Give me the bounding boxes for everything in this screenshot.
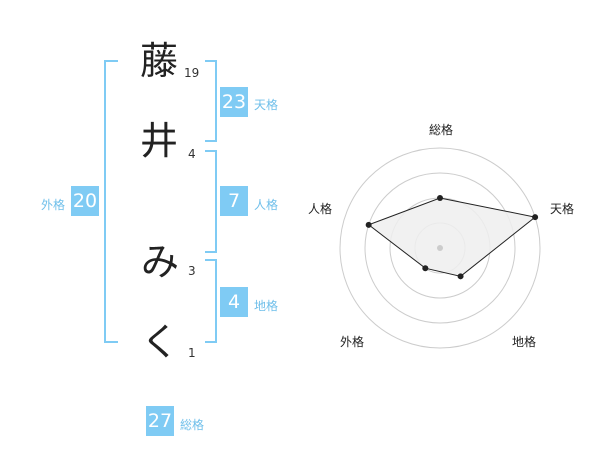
tenkaku-bracket bbox=[205, 60, 217, 142]
jinkaku-bracket bbox=[205, 150, 217, 253]
name-char-3: み bbox=[141, 240, 180, 284]
stroke-count-1: 19 bbox=[184, 66, 200, 80]
radar-axis-label-jinkaku: 人格 bbox=[308, 201, 332, 216]
radar-points bbox=[365, 195, 539, 280]
name-char-1: 藤 bbox=[140, 39, 179, 83]
gaikaku-bracket bbox=[104, 60, 118, 343]
tenkaku-label: 天格 bbox=[254, 98, 279, 112]
stroke-count-2: 4 bbox=[188, 147, 196, 161]
chikaku-value: 4 bbox=[220, 287, 248, 317]
radar-point-4 bbox=[422, 265, 429, 272]
radar-axis-label-chikaku: 地格 bbox=[512, 334, 536, 349]
radar-axis-label-soukaku: 総格 bbox=[429, 122, 453, 137]
radar-ring bbox=[339, 147, 541, 349]
radar-point-1 bbox=[437, 195, 443, 201]
name-char-4: く bbox=[141, 320, 180, 364]
stroke-count-3: 3 bbox=[188, 264, 196, 278]
radar-axis-label-gaikaku: 外格 bbox=[340, 334, 364, 349]
radar-point-5 bbox=[365, 221, 372, 228]
chikaku-label: 地格 bbox=[254, 299, 279, 313]
tenkaku-value: 23 bbox=[220, 87, 248, 117]
gaikaku-label: 外格 bbox=[41, 198, 66, 212]
radar-point-2 bbox=[532, 214, 539, 221]
radar-area bbox=[367, 197, 537, 277]
jinkaku-value: 7 bbox=[220, 186, 248, 216]
stroke-count-4: 1 bbox=[188, 346, 196, 360]
jinkaku-label: 人格 bbox=[254, 198, 279, 212]
name-char-2: 井 bbox=[140, 119, 179, 163]
radar-point-3 bbox=[457, 273, 464, 280]
chikaku-bracket bbox=[205, 259, 217, 343]
gaikaku-value: 20 bbox=[71, 186, 99, 216]
soukaku-label: 総格 bbox=[180, 418, 205, 432]
radar-center bbox=[437, 245, 443, 251]
radar-ring bbox=[364, 172, 516, 324]
radar-axis-label-tenkaku: 天格 bbox=[550, 201, 574, 216]
soukaku-value: 27 bbox=[146, 406, 174, 436]
